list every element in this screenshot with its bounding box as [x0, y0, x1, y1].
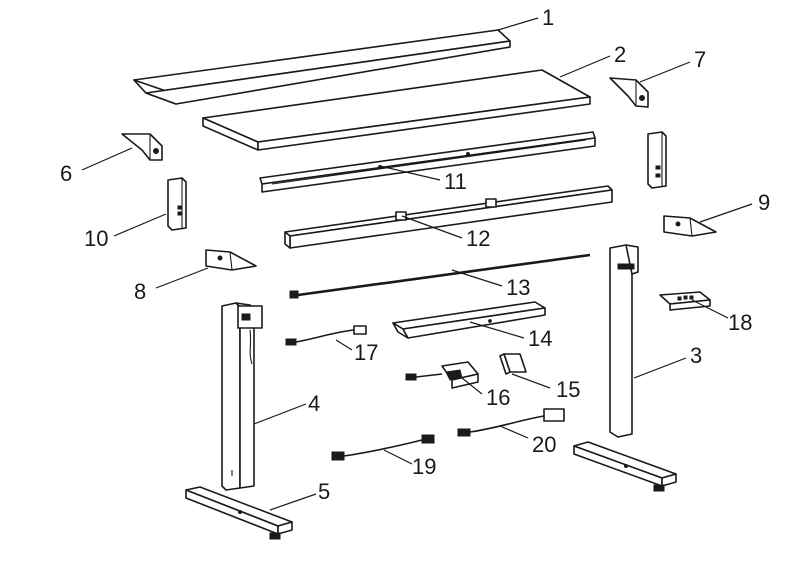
right-height-plate: [647, 131, 667, 189]
callout-19: 19: [412, 454, 436, 479]
part-18-controller: [659, 291, 711, 311]
part-6-bracket: [121, 133, 163, 161]
callout-2: 2: [614, 42, 626, 67]
part-10-plate: [167, 177, 187, 231]
callout-11: 11: [444, 169, 467, 194]
part-9-bracket: [663, 215, 717, 237]
callout-7: 7: [694, 47, 706, 72]
part-15-clip: [499, 353, 527, 375]
callout-14: 14: [528, 326, 552, 351]
callout-6: 6: [60, 161, 72, 186]
part-3-right-leg: [609, 244, 639, 438]
part-2-desktop-panel: [202, 69, 591, 151]
callout-labels: 1 2 3 4 5 6 7 8 9 10 11 12 13 14 15 16 1…: [60, 5, 770, 504]
part-20-power-cord: [457, 408, 565, 437]
part-1-desktop-panel: [133, 29, 511, 105]
part-4-left-leg: [221, 302, 263, 491]
callout-4: 4: [308, 391, 320, 416]
callout-20: 20: [532, 432, 556, 457]
part-11-rail: [259, 131, 596, 193]
part-14-cable-tray: [392, 301, 546, 339]
part-8-bracket: [205, 249, 257, 271]
callout-15: 15: [556, 377, 580, 402]
callout-10: 10: [84, 226, 108, 251]
part-12-beam: [284, 185, 613, 249]
callout-8: 8: [134, 279, 146, 304]
callout-18: 18: [728, 310, 752, 335]
callout-3: 3: [690, 343, 702, 368]
callout-1: 1: [542, 5, 554, 30]
leader-lines: [81, 17, 753, 511]
part-5-left-foot: [185, 486, 293, 540]
part-17-power-cable: [285, 325, 367, 346]
part-13-cable: [289, 253, 591, 299]
part-16-power-unit: [405, 361, 479, 389]
part-19-cable: [331, 434, 435, 461]
callout-13: 13: [506, 275, 530, 300]
right-foot: [573, 441, 677, 492]
part-7-bracket: [609, 77, 649, 108]
callout-12: 12: [466, 226, 490, 251]
callout-5: 5: [318, 479, 330, 504]
callout-17: 17: [354, 340, 378, 365]
callout-9: 9: [758, 190, 770, 215]
callout-16: 16: [486, 385, 510, 410]
